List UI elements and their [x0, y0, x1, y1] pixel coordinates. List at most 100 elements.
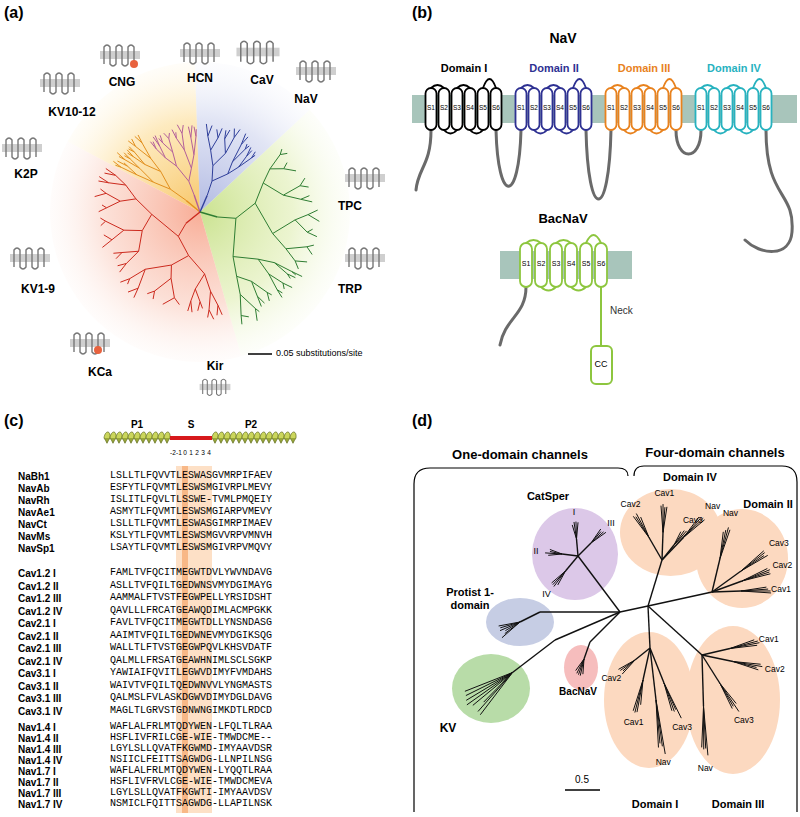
tree-branch — [106, 193, 120, 201]
sequence-text: MAGLTLGRVSTGDNWNGIMKDTLRDCD — [110, 705, 272, 717]
subfamily-label: Cav3 — [734, 716, 754, 726]
tree-branch — [741, 591, 771, 593]
sequence-text: QAVLLLFRCATGEAWQDIMLACMPGKK — [110, 605, 272, 617]
tree-branch — [499, 622, 520, 626]
tree-branch — [145, 265, 171, 269]
tree-branch — [188, 301, 191, 311]
tree-branch — [236, 203, 255, 218]
tree-branch — [225, 130, 230, 139]
tree-branch — [212, 166, 214, 181]
sequence-text: HSFLIVFRILCGE-WIE-TMWDCME-- — [110, 732, 272, 744]
sequence-name: Cav3.1 II — [18, 681, 59, 693]
helix-coil — [122, 438, 128, 443]
tree-branch — [106, 169, 116, 176]
helix-coil — [266, 432, 272, 438]
helix-coil — [116, 432, 122, 438]
helix-coil — [158, 438, 164, 443]
tree-branch — [172, 130, 176, 139]
tree-branch — [650, 648, 656, 700]
tree-branch — [225, 138, 234, 154]
sequence-name: Nav1.7 IV — [18, 799, 62, 811]
helix-coil — [224, 438, 230, 443]
domain-label: Domain III — [618, 62, 671, 75]
tree-branch — [308, 210, 318, 215]
tree-branch — [662, 545, 674, 560]
clade-label: TRP — [338, 283, 362, 297]
tree-branch — [191, 155, 194, 168]
clade-label: KV10-12 — [48, 106, 95, 120]
tree-branch — [218, 305, 222, 315]
sequence-text: ASLLTVFQILTGEDWNSVMYDGIMAYG — [110, 580, 272, 592]
tree-branch — [189, 168, 192, 181]
tree-branch — [132, 139, 136, 147]
helix-coil — [110, 432, 116, 438]
tree-branch — [478, 673, 512, 712]
tree-branch — [465, 673, 513, 692]
sequence-text: FAVLTVFQCITMEGWTDLLYNSNDASG — [110, 617, 272, 629]
sequence-text: QALMSLFVLASKDGWVDIMYDGLDAVG — [110, 692, 272, 704]
tree-branch — [283, 283, 284, 289]
channel-icon — [70, 333, 110, 354]
helix-coil — [266, 438, 272, 443]
segment-label: S6 — [582, 104, 590, 111]
transmembrane-segment — [748, 88, 759, 130]
sequence-text: LGYLSLLQVATFKGWTI-IMYAAVDSV — [110, 787, 272, 799]
subfamily-label: Nav — [698, 764, 713, 774]
helix-coil — [242, 438, 248, 443]
helix-coil — [122, 432, 128, 438]
tree-branch — [274, 263, 287, 274]
subfamily-label: Cav3 — [683, 516, 703, 526]
tree-branch — [95, 193, 106, 196]
tree-branch — [513, 640, 556, 673]
tree-branch — [211, 150, 213, 166]
subfamily-label: Cav2 — [765, 665, 785, 675]
tree-branch — [150, 142, 156, 149]
tree-branch — [99, 177, 108, 183]
transmembrane-segment — [535, 243, 547, 287]
tree-branch — [184, 150, 191, 168]
helix-coil — [254, 438, 260, 443]
tree-branch — [233, 257, 237, 277]
tree-branch — [255, 309, 257, 321]
tree-branch — [308, 215, 319, 222]
subfamily-label: I — [573, 507, 576, 517]
helix-coil — [134, 438, 140, 443]
transmembrane-segment — [645, 88, 656, 130]
segment-label: S4 — [556, 104, 564, 111]
segment-label: S2 — [620, 104, 628, 111]
helix-coil — [152, 432, 158, 438]
tree-branch — [270, 155, 280, 169]
tree-branch — [247, 151, 252, 157]
tree-branch — [641, 517, 649, 537]
tree-branch — [720, 684, 739, 712]
tree-branch — [245, 146, 249, 149]
segment-label: S3 — [552, 260, 561, 268]
linker — [416, 130, 431, 190]
segment-label: S5 — [582, 260, 591, 268]
helix-coil — [164, 438, 170, 443]
tree-branch — [136, 146, 151, 158]
tree-branch — [730, 645, 757, 648]
segment-label: S2 — [537, 260, 546, 268]
tree-branch — [168, 133, 170, 139]
tree-branch — [113, 252, 122, 254]
tree-branch — [550, 549, 562, 554]
helix-coil — [278, 432, 284, 438]
transmembrane-segments — [426, 79, 772, 291]
helix-coil — [134, 432, 140, 438]
tree-branch — [301, 196, 310, 200]
helix-coil — [104, 438, 110, 443]
tree-branch — [164, 133, 169, 138]
tree-branch — [263, 169, 270, 183]
tree-branch — [280, 149, 282, 154]
tree-branch — [237, 276, 252, 281]
transmembrane-segment — [426, 88, 437, 130]
sequence-name: Cav1.2 III — [18, 593, 61, 605]
helix-coil — [290, 438, 296, 443]
tree-branch — [466, 673, 512, 701]
sequence-text: NSMICLFQITTSAGWDG-LLAPILNSK — [110, 798, 272, 810]
transmembrane-segment — [619, 88, 630, 130]
tree-branch — [211, 138, 218, 150]
tree-branch — [211, 291, 218, 305]
sequence-text: WAFLALFRLMTQDYWEN-LFQLTLRAA — [110, 721, 272, 733]
